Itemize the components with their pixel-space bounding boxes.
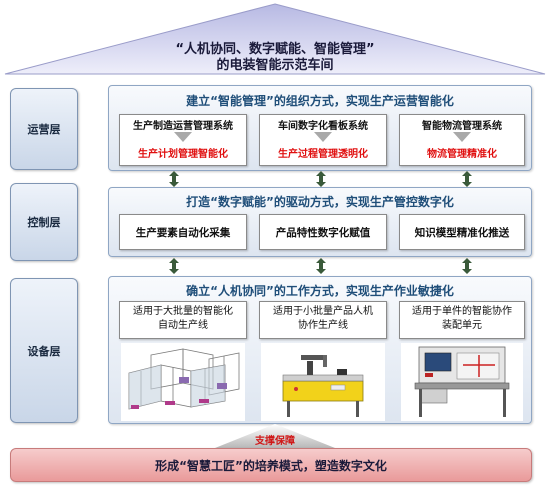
control-item: 产品特性数字化赋值 <box>259 214 387 250</box>
system-result: 生产过程管理透明化 <box>278 149 368 160</box>
equipment-item-line1: 适用于小批量产品人机 <box>273 306 373 317</box>
equipment-panel: 确立“人机协同”的工作方式，实现生产作业敏捷化 适用于大批量的智能化 自动生产线… <box>108 276 532 424</box>
system-name: 智能物流管理系统 <box>422 121 502 132</box>
control-title: 打造“数字赋能”的驱动方式，实现生产管控数字化 <box>186 195 454 209</box>
layer-label-operation: 运营层 <box>10 88 78 170</box>
roof-title-line1: “人机协同、数字赋能、智能管理” <box>175 42 375 57</box>
down-arrow-icon <box>174 132 192 142</box>
equipment-item: 适用于小批量产品人机 协作生产线 <box>259 301 387 339</box>
layer-label-equipment: 设备层 <box>10 278 78 423</box>
roof-banner <box>4 3 546 75</box>
double-arrow-icon <box>462 171 472 187</box>
down-arrow-icon <box>453 132 471 142</box>
support-label: 支撑保障 <box>255 436 295 447</box>
system-box-logistics: 智能物流管理系统 物流管理精准化 <box>399 114 525 166</box>
double-arrow-icon <box>316 171 326 187</box>
equipment-item-line1: 适用于单件的智能协作 <box>412 306 512 317</box>
automated-line-illustration <box>121 343 245 421</box>
system-result: 生产计划管理智能化 <box>138 149 228 160</box>
control-item: 知识模型精准化推送 <box>399 214 525 250</box>
system-box-kanban: 车间数字化看板系统 生产过程管理透明化 <box>259 114 387 166</box>
double-arrow-icon <box>169 258 179 274</box>
system-name: 生产制造运营管理系统 <box>133 121 233 132</box>
assembly-unit-illustration <box>401 343 523 421</box>
down-arrow-icon <box>314 132 332 142</box>
equipment-item-line1: 适用于大批量的智能化 <box>133 306 233 317</box>
system-box-mes: 生产制造运营管理系统 生产计划管理智能化 <box>119 114 247 166</box>
roof-title-line2: 的电装智能示范车间 <box>216 58 334 73</box>
system-name: 车间数字化看板系统 <box>278 121 368 132</box>
support-up-arrow-icon <box>215 424 335 448</box>
equipment-item: 适用于单件的智能协作 装配单元 <box>399 301 525 339</box>
operation-title: 建立“智能管理”的组织方式，实现生产运营智能化 <box>186 94 454 108</box>
culture-foundation-bar: 形成“智慧工匠”的培养模式，塑造数字文化 <box>10 448 532 482</box>
operation-panel: 建立“智能管理”的组织方式，实现生产运营智能化 生产制造运营管理系统 生产计划管… <box>108 85 532 171</box>
equipment-item-line2: 协作生产线 <box>298 320 348 331</box>
control-item: 生产要素自动化采集 <box>119 214 247 250</box>
equipment-item-line2: 装配单元 <box>442 320 482 331</box>
equipment-item-line2: 自动生产线 <box>158 320 208 331</box>
equipment-title: 确立“人机协同”的工作方式，实现生产作业敏捷化 <box>186 284 454 298</box>
equipment-item: 适用于大批量的智能化 自动生产线 <box>119 301 247 339</box>
double-arrow-icon <box>316 258 326 274</box>
collaborative-workstation-illustration <box>261 343 385 421</box>
double-arrow-icon <box>462 258 472 274</box>
double-arrow-icon <box>169 171 179 187</box>
control-panel: 打造“数字赋能”的驱动方式，实现生产管控数字化 生产要素自动化采集 产品特性数字… <box>108 187 532 257</box>
system-result: 物流管理精准化 <box>427 149 497 160</box>
layer-label-control: 控制层 <box>10 183 78 261</box>
